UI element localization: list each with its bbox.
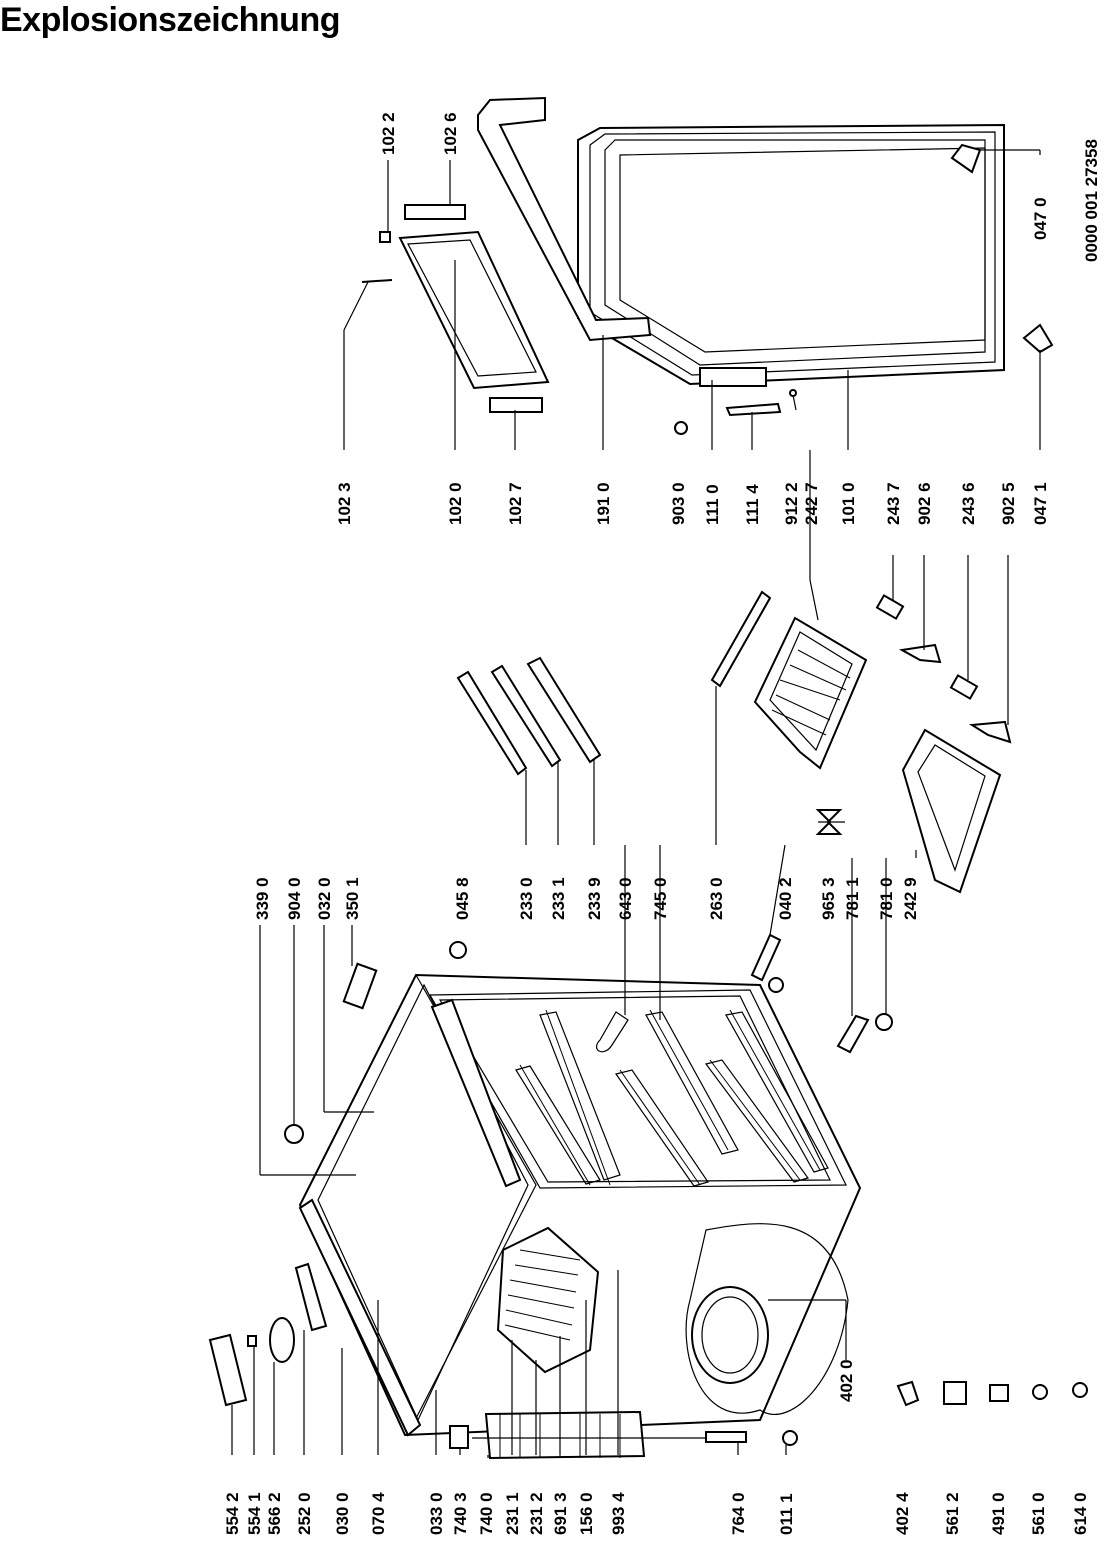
doc-number: 0000 001 27358 (1082, 139, 1101, 262)
part-label: 902 5 (999, 482, 1018, 525)
part-label: 040 2 (776, 877, 795, 920)
part-label: 740 3 (451, 1492, 470, 1535)
part-label: 491 0 (989, 1492, 1008, 1535)
part-label: 350 1 (343, 877, 362, 920)
part-label: 903 0 (669, 482, 688, 525)
part-label: 402 0 (837, 1359, 856, 1402)
part-label: 764 0 (729, 1492, 748, 1535)
door-panel (577, 123, 1005, 386)
part-label: 033 0 (427, 1492, 446, 1535)
top-hardware (208, 1262, 328, 1407)
part-label: 561 0 (1029, 1492, 1048, 1535)
grille-0704 (298, 1198, 422, 1437)
part-label: 993 4 (609, 1492, 628, 1535)
page-title: Explosionszeichnung (0, 1, 340, 39)
part-label: 243 7 (884, 482, 903, 525)
label-group-bottom: 554 2 554 1 566 2 252 0 030 0 070 4 033 … (223, 1492, 796, 1535)
drawer-2429 (901, 728, 1002, 894)
part-label: 102 3 (335, 482, 354, 525)
part-label: 242 9 (901, 877, 920, 920)
clip-1022 (379, 231, 391, 243)
drawer-2427 (753, 616, 868, 770)
part-label: 614 0 (1071, 1492, 1090, 1535)
part-label: 561 2 (943, 1492, 962, 1535)
hinge-bottom (1022, 323, 1054, 354)
part-label: 231 1 (503, 1492, 522, 1535)
part-label: 231 2 (527, 1492, 546, 1535)
part-label: 233 9 (585, 877, 604, 920)
compressor (691, 1286, 769, 1384)
part-label: 263 0 (707, 877, 726, 920)
part-label: 691 3 (551, 1492, 570, 1535)
evaporator-coil (496, 1226, 600, 1374)
handle-strip (725, 402, 782, 417)
part-label: 045 8 (453, 877, 472, 920)
part-label: 047 0 (1031, 197, 1050, 240)
cabinet (284, 933, 893, 1460)
strip-1023 (361, 279, 393, 283)
shelf-bracket-1027 (489, 397, 543, 413)
part-label: 102 7 (506, 482, 525, 525)
part-label: 902 6 (915, 482, 934, 525)
part-7640 (705, 1431, 747, 1443)
label-group-middle: 339 0 904 0 032 0 350 1 045 8 233 0 233 … (253, 877, 920, 920)
spring-5662 (269, 1317, 295, 1363)
part-label: 102 2 (379, 112, 398, 155)
frame-2630 (710, 590, 772, 688)
part-label: 402 4 (893, 1492, 912, 1535)
part-5542 (208, 1333, 248, 1407)
accessories (896, 1380, 1088, 1407)
part-label: 912 2 (782, 482, 801, 525)
part-label: 111 0 (703, 484, 722, 525)
part-label: 781 0 (877, 877, 896, 920)
label-compressor-group: 402 0 (837, 1359, 856, 1402)
door-gasket (477, 96, 652, 342)
part-label: 252 0 (295, 1492, 314, 1535)
leader-lines (231, 149, 1041, 1458)
shelf-bracket-1026 (404, 204, 466, 220)
part-label: 745 0 (651, 877, 670, 920)
part-label: 339 0 (253, 877, 272, 920)
part-label: 965 3 (819, 877, 838, 920)
part-label: 047 1 (1031, 482, 1050, 525)
part-label: 233 1 (549, 877, 568, 920)
part-label: 243 6 (959, 482, 978, 525)
part-label: 111 4 (743, 484, 762, 525)
part-label: 030 0 (333, 1492, 352, 1535)
part-label: 156 0 (577, 1492, 596, 1535)
part-label: 781 1 (843, 877, 862, 920)
label-group-top: 102 3 102 0 102 7 191 0 903 0 111 0 111 … (335, 482, 1050, 525)
part-label: 566 2 (265, 1492, 284, 1535)
part-label: 101 0 (839, 482, 858, 525)
part-label: 032 0 (315, 877, 334, 920)
part-label: 070 4 (369, 1492, 388, 1535)
door-assembly (477, 96, 1054, 435)
condenser-7400 (484, 1410, 646, 1460)
part-label: 554 1 (245, 1492, 264, 1535)
part-label: 191 0 (594, 482, 613, 525)
part-label: 643 0 (616, 877, 635, 920)
part-label: 102 0 (446, 482, 465, 525)
part-label: 233 0 (517, 877, 536, 920)
part-label: 554 2 (223, 1492, 242, 1535)
part-7403 (449, 1425, 469, 1449)
part-label: 242 7 (802, 482, 821, 525)
label-group-upper: 102 2 102 6 047 0 (379, 112, 1050, 240)
shelf-rails (456, 590, 1012, 894)
part-label: 740 0 (477, 1492, 496, 1535)
part-label: 011 1 (777, 1493, 796, 1535)
part-label: 904 0 (285, 877, 304, 920)
part-label: 102 6 (441, 112, 460, 155)
hinge-block (699, 367, 767, 387)
knob (674, 421, 688, 435)
label-group-accessories: 402 4 561 2 491 0 561 0 614 0 (893, 1492, 1090, 1535)
part-2520 (294, 1262, 328, 1332)
